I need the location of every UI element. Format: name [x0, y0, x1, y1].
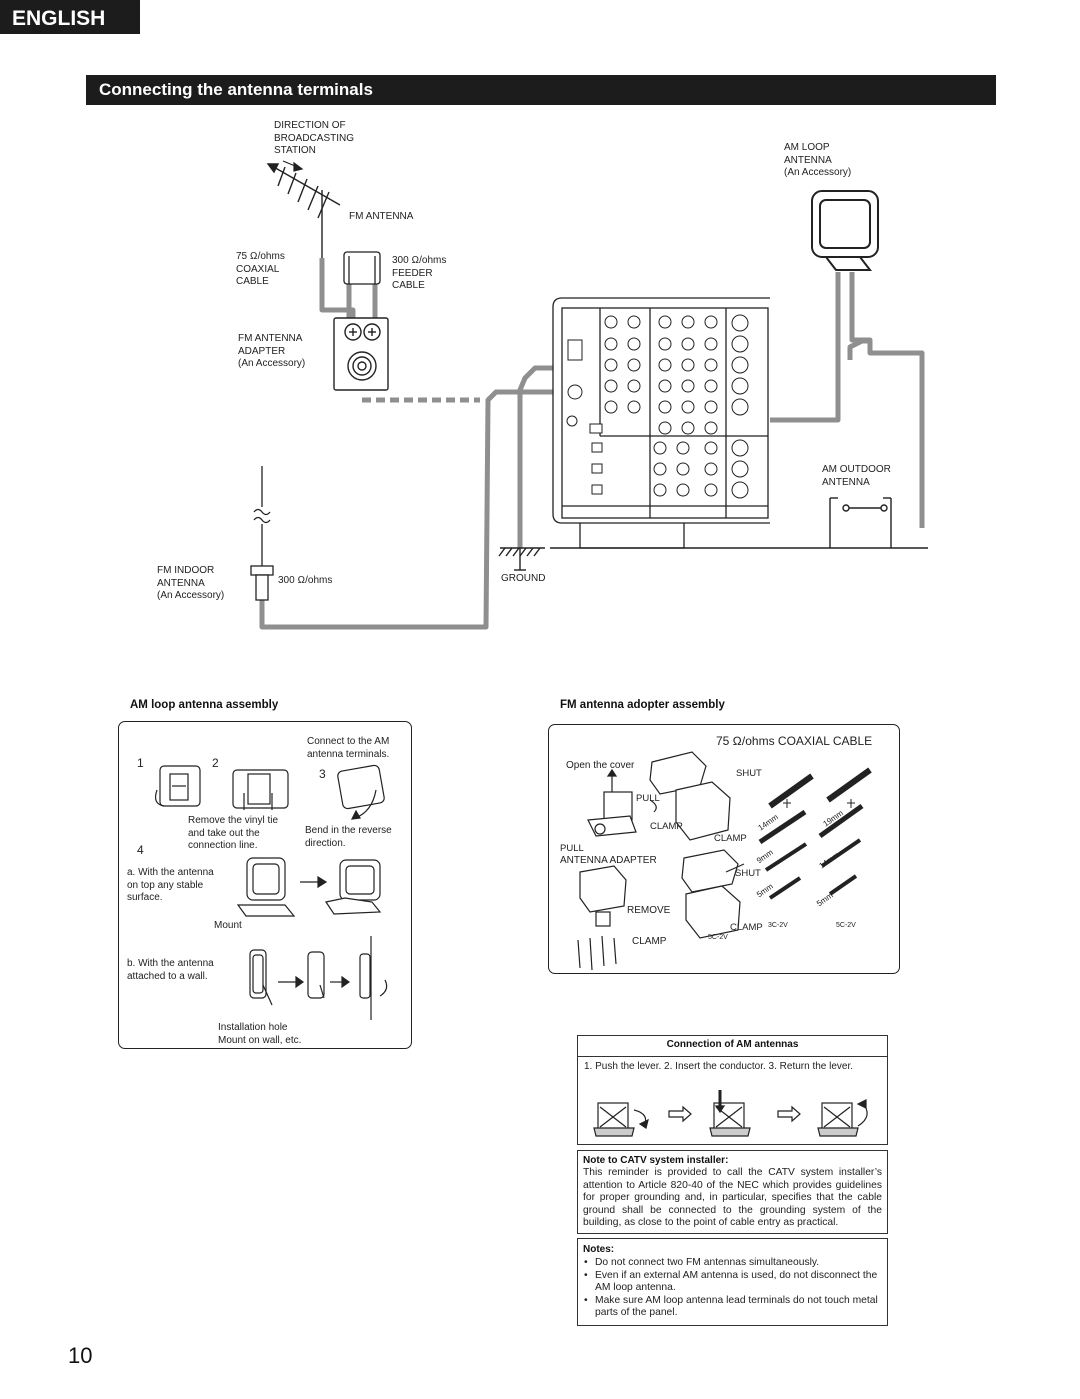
bend-reverse-label: Bend in the reverse direction. — [305, 825, 392, 849]
note-item: Do not connect two FM antennas simultane… — [583, 1257, 882, 1270]
am-loop-accessory-note: (An Accessory) — [784, 167, 852, 178]
am-outdoor-antenna-label: AM OUTDOOR ANTENNA — [822, 464, 891, 488]
feeder-cable-label: 300 Ω/ohms FEEDER CABLE — [392, 255, 447, 291]
antenna-cables — [259, 258, 925, 630]
am-loop-antenna-label: AM LOOP ANTENNA — [784, 142, 832, 166]
notes-box — [577, 1238, 888, 1326]
step-4-number: 4 — [137, 843, 144, 857]
am-assembly-heading: AM loop antenna assembly — [130, 699, 279, 711]
antenna-adapter-label: ANTENNA ADAPTER — [560, 855, 657, 866]
remove-label: REMOVE — [627, 905, 671, 916]
am-assembly-box — [118, 721, 412, 1049]
option-b-label: b. With the antenna attached to a wall. — [127, 958, 214, 982]
fm-yagi-antenna-icon — [266, 163, 341, 258]
coaxial-cable-label: 75 Ω/ohms COAXIAL CABLE — [236, 251, 285, 287]
coax-cable-title: 75 Ω/ohms COAXIAL CABLE — [716, 734, 873, 748]
remove-vinyl-tie-label: Remove the vinyl tie and take out the co… — [188, 815, 279, 851]
am-assembly-illustrations — [154, 764, 388, 1020]
note-item: Make sure AM loop antenna lead terminals… — [583, 1295, 882, 1320]
cable-5c-label-b: 5C-2V — [708, 934, 728, 941]
ground-label: GROUND — [501, 573, 546, 584]
fm-antenna-label: FM ANTENNA — [349, 211, 414, 222]
clamp-label-1: CLAMP — [650, 821, 683, 832]
direction-arrow-icon — [282, 160, 304, 172]
clamp-label-3: CLAMP — [730, 922, 763, 933]
indoor-impedance-label: 300 Ω/ohms — [278, 575, 333, 586]
shut-label-1: SHUT — [736, 768, 762, 779]
pull-label-1: PULL — [636, 793, 660, 804]
notes-list: Do not connect two FM antennas simultane… — [583, 1257, 882, 1320]
am-connection-steps: 1. Push the lever. 2. Insert the conduct… — [584, 1061, 854, 1072]
step-3-number: 3 — [319, 767, 326, 781]
cable-5c-label: 5C-2V — [836, 922, 856, 929]
fm-antenna-adapter-label: FM ANTENNA ADAPTER — [238, 333, 303, 357]
ground-symbol-icon — [498, 547, 545, 571]
am-connection-title-row — [577, 1035, 888, 1057]
fm-antenna-adapter-icon — [333, 317, 389, 391]
language-tab: ENGLISH — [0, 0, 140, 34]
shut-label-2: SHUT — [735, 868, 761, 879]
connect-to-am-terminals-label: Connect to the AM antenna terminals. — [307, 736, 390, 760]
section-title: Connecting the antenna terminals — [86, 75, 996, 105]
cable-3c-label: 3C-2V — [768, 922, 788, 929]
installation-hole-label: Installation hole Mount on wall, etc. — [218, 1022, 302, 1046]
feeder-plug-icon — [343, 251, 381, 285]
fm-assembly-box — [548, 724, 900, 974]
fm-assembly-heading: FM antenna adopter assembly — [560, 699, 725, 711]
am-outdoor-antenna-icon — [829, 497, 892, 548]
fm-assembly-illustrations — [577, 751, 872, 971]
notes-title: Notes: — [583, 1244, 615, 1255]
mount-label: Mount — [214, 920, 242, 931]
pull-label-2: PULL — [560, 843, 584, 854]
option-a-label: a. With the antenna on top any stable su… — [127, 867, 214, 903]
open-cover-label: Open the cover — [566, 760, 635, 771]
note-item: Even if an external AM antenna is used, … — [583, 1270, 882, 1295]
am-terminal-illustrations — [593, 1090, 868, 1137]
catv-note-body: This reminder is provided to call the CA… — [583, 1167, 882, 1229]
clamp-label-big: CLAMP — [632, 936, 667, 947]
clamp-label-2: CLAMP — [714, 833, 747, 844]
catv-note-title: Note to CATV system installer: — [583, 1155, 729, 1166]
am-loop-antenna-icon — [811, 190, 879, 271]
fm-indoor-accessory-note: (An Accessory) — [157, 590, 225, 601]
catv-note-box — [577, 1150, 888, 1234]
direction-of-station-label: DIRECTION OF BROADCASTING STATION — [274, 120, 355, 156]
fm-indoor-antenna-label: FM INDOOR ANTENNA — [157, 565, 215, 589]
am-connection-title: Connection of AM antennas — [666, 1039, 799, 1050]
step-2-number: 2 — [212, 756, 219, 770]
fm-adapter-accessory-note: (An Accessory) — [238, 358, 306, 369]
fm-indoor-antenna-icon — [250, 466, 274, 601]
rear-panel-jacks — [566, 314, 749, 499]
page-number: 10 — [68, 1343, 93, 1368]
step-1-number: 1 — [137, 756, 144, 770]
